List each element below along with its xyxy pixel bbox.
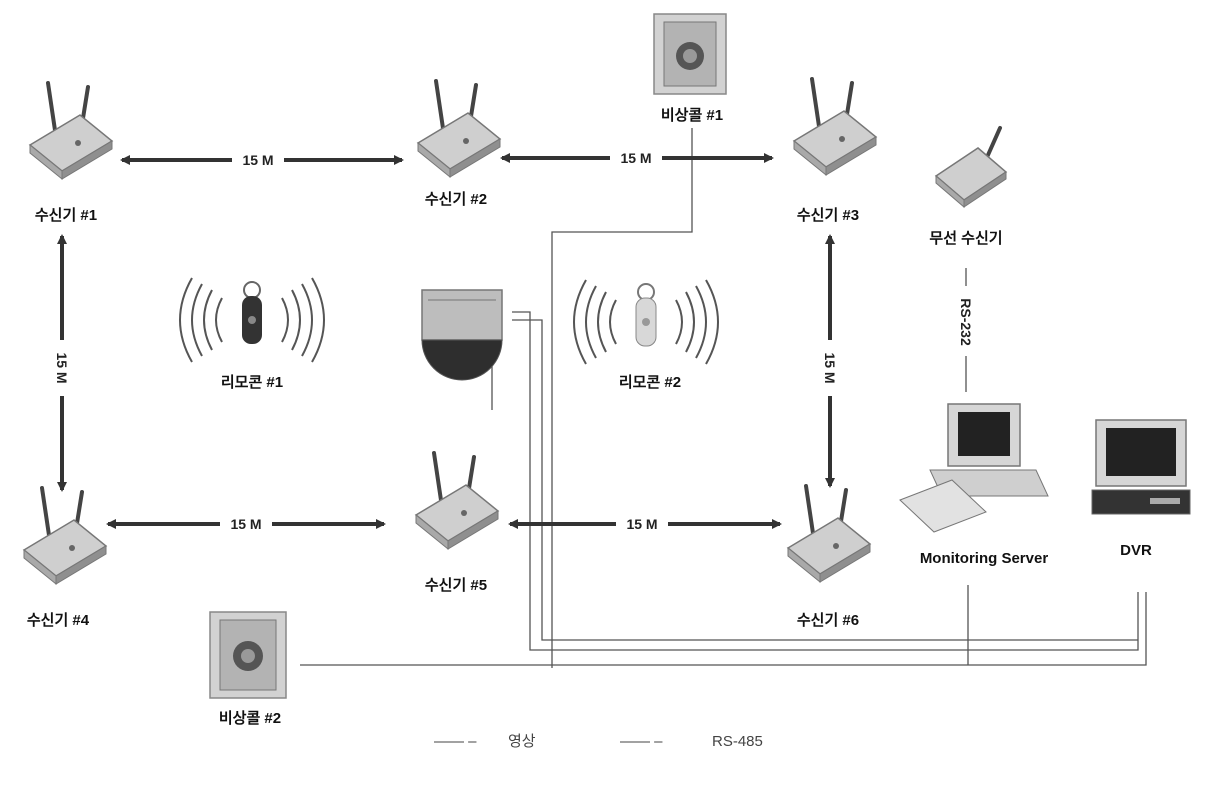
remote-control-icon	[635, 283, 657, 347]
server-label: Monitoring Server	[920, 550, 1049, 567]
receiver-6: 수신기 #6	[786, 484, 872, 629]
distance-label-r2-r3: 15 M	[620, 150, 651, 166]
video-line-camera	[512, 311, 1139, 651]
wireless-receiver: 무선 수신기	[929, 126, 1008, 247]
computer-icon	[899, 403, 1049, 533]
legend: —— – 영상 —— – RS-485	[434, 733, 763, 750]
emergency-bell-icon	[209, 611, 287, 699]
access-point-icon	[786, 484, 872, 584]
rs485-line-camera	[512, 319, 1138, 641]
access-point-icon	[28, 81, 114, 181]
receiver-label: 수신기 #4	[27, 612, 90, 629]
distance-label-r1-r2: 15 M	[242, 152, 273, 168]
receiver-5: 수신기 #5	[414, 451, 500, 594]
emergency-bell-1: 비상콜 #1	[653, 13, 727, 124]
distance-label-r1-r4: 15 M	[54, 352, 70, 383]
receiver-label: 수신기 #2	[425, 191, 487, 208]
distance-label-r3-r6: 15 M	[822, 352, 838, 383]
legend-video-label: 영상	[508, 733, 536, 750]
access-point-icon	[22, 486, 108, 586]
receiver-label: 수신기 #3	[797, 207, 859, 224]
access-point-icon	[416, 79, 502, 179]
distance-label-r4-r5: 15 M	[230, 516, 261, 532]
remote-control-icon	[242, 281, 262, 344]
dvr-unit: DVR	[1091, 419, 1191, 559]
dvr-label: DVR	[1120, 542, 1152, 559]
receiver-3: 수신기 #3	[792, 77, 878, 224]
video-line-bell1	[551, 128, 693, 668]
emergency-bell-2: 비상콜 #2	[209, 611, 287, 727]
receiver-label: 수신기 #6	[797, 612, 859, 629]
remote-label: 리모콘 #1	[221, 374, 283, 391]
legend-video-line: —— –	[434, 733, 477, 750]
emergency-bell-label: 비상콜 #2	[219, 710, 281, 727]
remote-1: 리모콘 #1	[179, 277, 325, 391]
emergency-bell-label: 비상콜 #1	[661, 107, 723, 124]
dome-camera-icon	[421, 289, 503, 381]
remote-label: 리모콘 #2	[619, 374, 681, 391]
rs485-line-bell2	[300, 592, 1147, 666]
remote-2: 리모콘 #2	[573, 279, 719, 391]
wireless-receiver-label: 무선 수신기	[929, 230, 1002, 247]
dvr-icon	[1091, 419, 1191, 515]
legend-rs485-label: RS-485	[712, 733, 763, 750]
receiver-2: 수신기 #2	[416, 79, 502, 208]
access-point-icon	[414, 451, 500, 551]
emergency-bell-icon	[653, 13, 727, 95]
receiver-label: 수신기 #5	[425, 577, 487, 594]
receiver-1: 수신기 #1	[28, 81, 114, 224]
distance-label-r5-r6: 15 M	[626, 516, 657, 532]
rs232-label: RS-232	[958, 298, 974, 346]
receiver-4: 수신기 #4	[22, 486, 108, 629]
wireless-receiver-icon	[934, 126, 1008, 209]
access-point-icon	[792, 77, 878, 177]
monitoring-server: Monitoring Server	[899, 403, 1049, 567]
legend-rs485-line: —— –	[620, 733, 663, 750]
receiver-label: 수신기 #1	[35, 207, 97, 224]
